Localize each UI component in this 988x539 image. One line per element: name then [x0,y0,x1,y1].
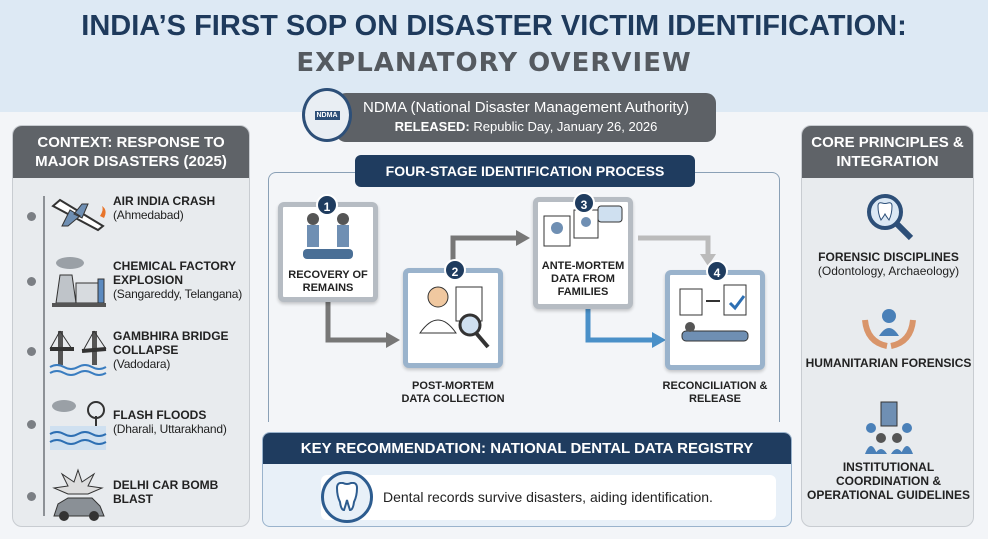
stage-card-4 [665,270,765,370]
stage-card-1: RECOVERY OF REMAINS [278,202,378,302]
key-recommendation: KEY RECOMMENDATION: NATIONAL DENTAL DATA… [262,432,792,527]
context-header: CONTEXT: RESPONSE TO MAJOR DISASTERS (20… [13,126,249,178]
key-header: KEY RECOMMENDATION: NATIONAL DENTAL DATA… [263,433,791,464]
principle-item: HUMANITARIAN FORENSICS [802,306,973,370]
authority-name: NDMA (National Disaster Management Autho… [363,99,689,116]
timeline-line [43,196,45,516]
recovery-workers-icon [303,213,353,259]
principles-panel: CORE PRINCIPLES & INTEGRATION FORENSIC D… [801,125,974,527]
family-photos-icon [543,205,623,247]
bridge-icon [49,330,107,376]
principle-item: FORENSIC DISCIPLINES(Odontology, Archaeo… [802,188,973,278]
ndma-seal-icon: NDMA [302,88,352,142]
stage-number: 1 [316,194,338,216]
factory-icon [52,257,106,307]
event-item: FLASH FLOODS(Dharali, Uttarakhand) [13,394,249,454]
event-item: CHEMICAL FACTORY EXPLOSION(Sangareddy, T… [13,251,249,311]
principle-item: INSTITUTIONAL COORDINATION & OPERATIONAL… [802,398,973,502]
event-item: GAMBHIRA BRIDGE COLLAPSE(Vadodara) [13,321,249,381]
stage-card-3: ANTE-MORTEM DATA FROM FAMILIES [533,197,633,309]
page-subtitle: EXPLANATORY OVERVIEW [296,48,692,78]
stage-number: 2 [444,259,466,281]
event-item: DELHI CAR BOMB BLAST [13,466,249,526]
principles-header: CORE PRINCIPLES & INTEGRATION [802,126,973,178]
event-item: AIR INDIA CRASH(Ahmedabad) [13,186,249,246]
key-text: Dental records survive disasters, aiding… [321,475,776,520]
process-arrows [325,230,716,348]
tooth-icon [321,471,373,523]
flood-icon [49,400,107,450]
reconciliation-icon [679,284,749,342]
stage-label: RECONCILIATION & RELEASE [662,380,768,405]
context-panel: CONTEXT: RESPONSE TO MAJOR DISASTERS (20… [12,125,250,527]
stage-label: POST-MORTEM DATA COLLECTION [401,380,505,405]
stage-card-2 [403,268,503,368]
released-date: Republic Day, January 26, 2026 [473,119,658,134]
authority-banner: NDMA (National Disaster Management Autho… [336,93,716,142]
institution-people-icon [864,401,913,454]
process-title: FOUR-STAGE IDENTIFICATION PROCESS [355,155,695,187]
stage-number: 3 [573,192,595,214]
doctor-magnifier-icon [419,286,490,349]
car-blast-icon [52,468,105,521]
hands-person-icon [861,309,916,349]
released-label: RELEASED: [394,119,470,134]
page-title: INDIA’S FIRST SOP ON DISASTER VICTIM IDE… [81,10,907,42]
stage-number: 4 [706,260,728,282]
magnifier-tooth-icon [866,194,913,241]
plane-crash-icon [51,198,106,232]
